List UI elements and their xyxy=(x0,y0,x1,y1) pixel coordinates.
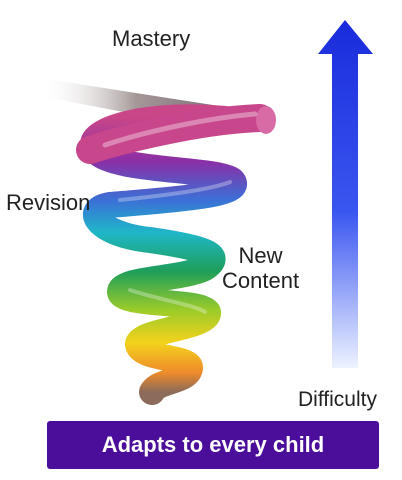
new-content-label: New Content xyxy=(222,243,299,293)
new-content-label-line2: Content xyxy=(222,268,300,293)
difficulty-arrow xyxy=(318,20,373,368)
spiral-highlight xyxy=(102,111,258,148)
mastery-label: Mastery xyxy=(112,26,191,51)
adapts-banner: Adapts to every child xyxy=(47,421,379,469)
up-arrow-icon xyxy=(318,20,373,368)
spiral-coil-icon xyxy=(76,104,276,405)
spiral-coil-back xyxy=(80,104,248,405)
difficulty-label: Difficulty xyxy=(298,388,377,411)
spiral-highlight xyxy=(128,288,207,314)
spiral-coil-end xyxy=(256,106,276,134)
banner-text: Adapts to every child xyxy=(101,432,325,457)
new-content-label-line1: New xyxy=(238,243,283,268)
spiral-coil-front xyxy=(76,104,274,164)
spiral-highlight xyxy=(118,180,232,202)
revision-label: Revision xyxy=(6,190,91,215)
